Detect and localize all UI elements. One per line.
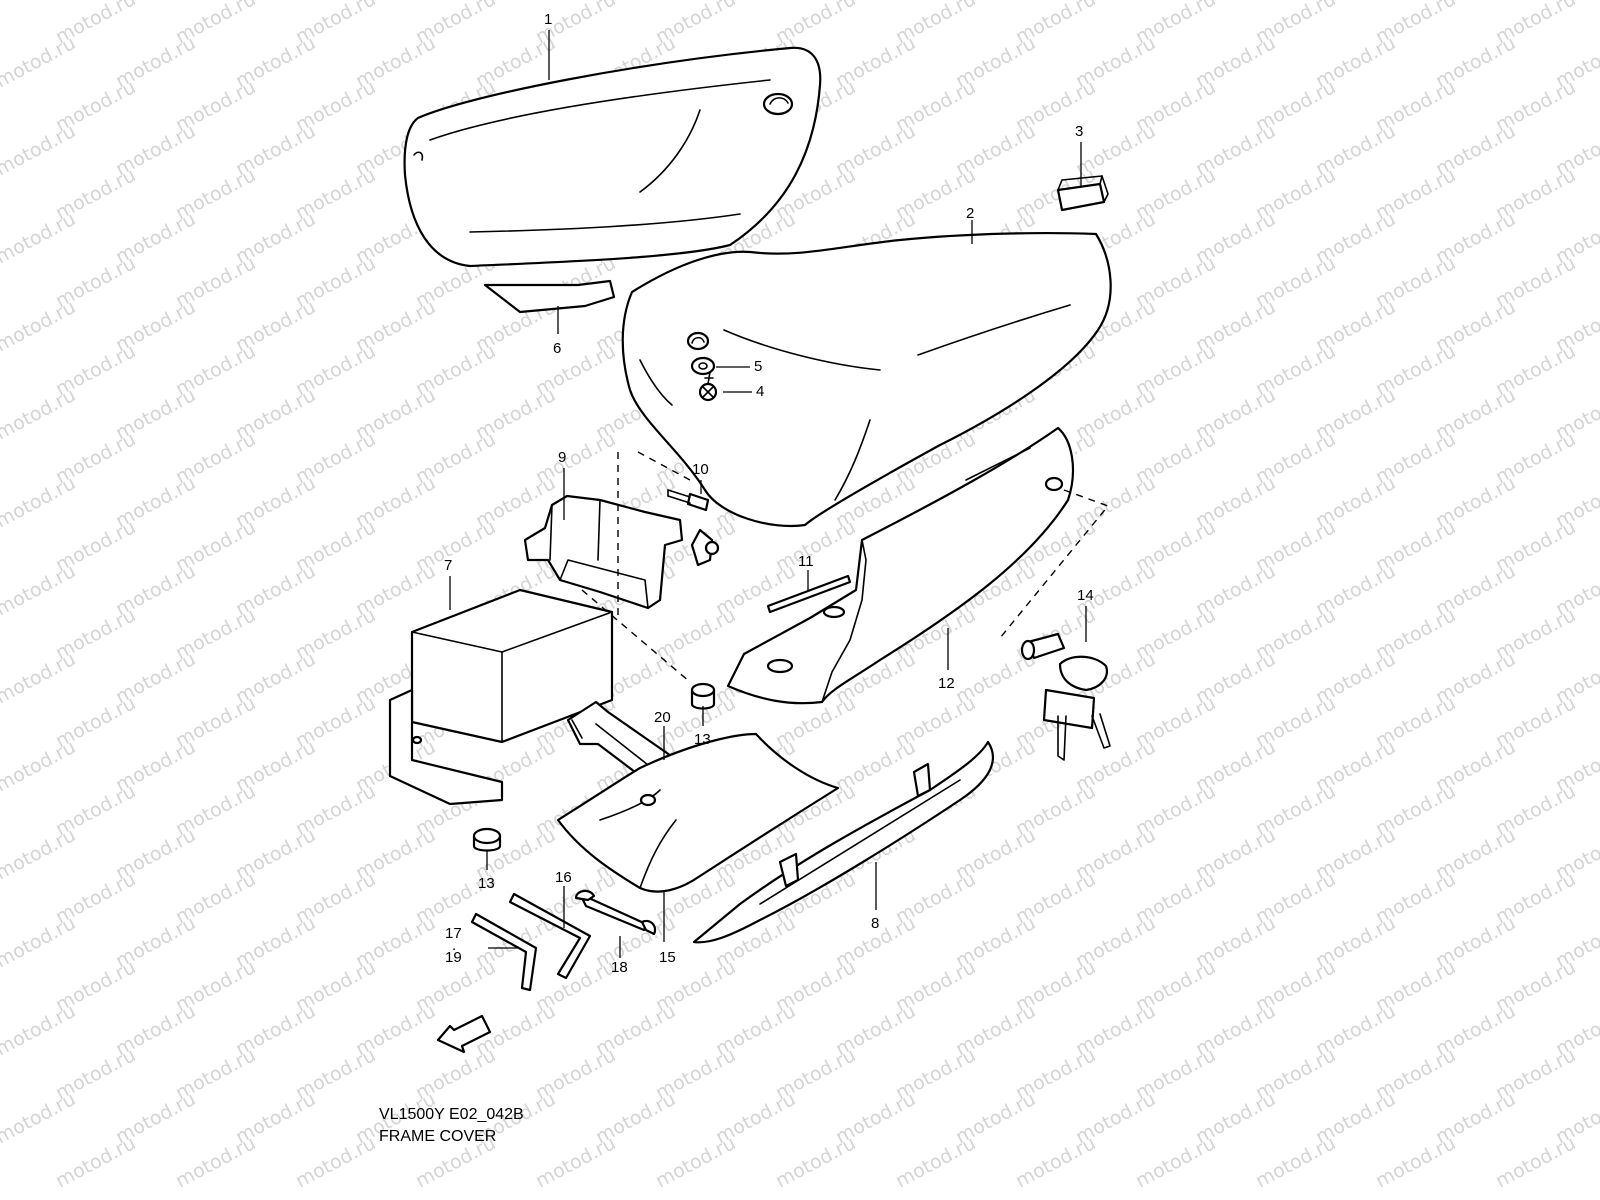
callout-17: 17 [445, 925, 462, 942]
watermark-text: motod.ru [1252, 1132, 1339, 1192]
watermark-text: motod.ru [772, 1132, 859, 1192]
callout-9: 9 [558, 449, 566, 466]
watermark-text: motod.ru [0, 208, 79, 268]
callout-16: 16 [555, 869, 572, 886]
watermark-text: motod.ru [0, 824, 79, 884]
watermark-text: motod.ru [0, 736, 79, 796]
watermark-text: motod.ru [1492, 1132, 1579, 1192]
part-13-grommet-upper [690, 682, 716, 710]
part-11-rod [766, 574, 852, 614]
callout-10: 10 [692, 461, 709, 478]
watermark-text: motod.ru [0, 296, 79, 356]
model-code: VL1500Y E02_042B [379, 1106, 524, 1123]
callout-14: 14 [1077, 587, 1094, 604]
part-13-grommet-lower [472, 827, 502, 852]
watermark-text: motod.ru [52, 1132, 139, 1192]
watermark-text: motod.ru [0, 1000, 79, 1060]
watermark-text: motod.ru [892, 1132, 979, 1192]
diagram-caption: VL1500Y E02_042B FRAME COVER [379, 1104, 524, 1148]
part-4-screw [698, 371, 718, 402]
callout-13-lower: 13 [478, 875, 495, 892]
callout-numbers: 1 2 3 4 5 6 7 8 9 10 11 12 13 13 14 15 1… [444, 11, 1094, 976]
watermark-text: motod.ru [0, 0, 79, 4]
callout-13-upper: 13 [694, 731, 711, 748]
callout-5: 5 [754, 358, 762, 375]
diagram-title: FRAME COVER [379, 1128, 497, 1145]
callout-15: 15 [659, 949, 676, 966]
callout-1: 1 [544, 11, 552, 28]
callout-17-19-dot: . [452, 937, 456, 954]
callout-11: 11 [798, 553, 814, 570]
part-3-cushion [1056, 175, 1109, 212]
callout-7: 7 [444, 557, 452, 574]
watermark-text: motod.ru [532, 1132, 619, 1192]
part-2-tail-cover [621, 231, 1112, 527]
watermark-text: motod.ru [652, 1132, 739, 1192]
watermark-text: motod.ru [0, 1088, 79, 1148]
part-12-fender-cover [726, 426, 1075, 705]
part-14-lock-set [1020, 632, 1111, 761]
part-1-side-cover [403, 46, 822, 314]
watermark-text: motod.ru [172, 1132, 259, 1192]
watermark-text: motod.ru [0, 32, 79, 92]
leader-lines [449, 30, 1087, 958]
watermark-text: motod.ru [0, 912, 79, 972]
callout-19: 19 [445, 949, 462, 966]
part-10-bolt [667, 489, 720, 567]
part-18-wrench [574, 889, 657, 936]
part-9-bracket [523, 494, 684, 610]
callout-2: 2 [966, 205, 974, 222]
part-7-toolbox [388, 588, 614, 806]
watermark-text: motod.ru [1132, 1132, 1219, 1192]
part-16-hex-key [508, 892, 592, 980]
watermark-text: motod.ru [1372, 1132, 1459, 1192]
watermark-text: motod.ru [292, 1132, 379, 1192]
callout-18: 18 [611, 959, 628, 976]
watermark-text: motod.ru [1012, 1132, 1099, 1192]
part-15-tool-bag [556, 732, 840, 893]
watermark-text: motod.ru [0, 648, 79, 708]
callout-6: 6 [553, 340, 561, 357]
callout-4: 4 [756, 383, 764, 400]
callout-3: 3 [1075, 123, 1083, 140]
part-8-lower-cover [692, 740, 994, 944]
watermark-text: motod.ru [0, 560, 79, 620]
assembly-lines [581, 451, 1110, 683]
watermark-text: motod.ru [0, 120, 79, 180]
part-5-washer [690, 356, 716, 376]
part-17-19-hex-keys [470, 912, 538, 992]
watermark-text: motod.ru [0, 384, 79, 444]
callout-8: 8 [871, 915, 879, 932]
callout-12: 12 [938, 675, 955, 692]
callout-20: 20 [654, 709, 671, 726]
watermark-text: motod.ru [0, 472, 79, 532]
